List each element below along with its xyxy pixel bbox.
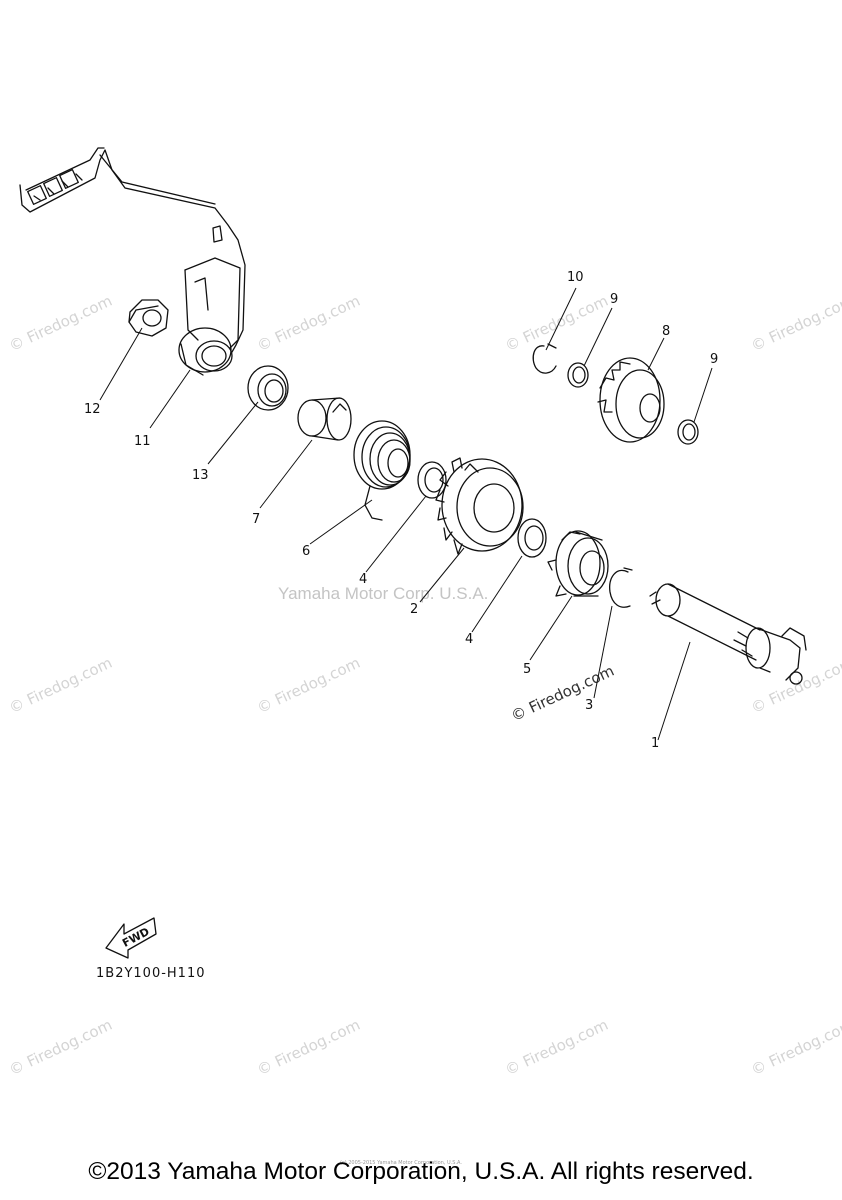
callout-10: 10 [567,270,584,285]
callout-12: 12 [84,402,101,417]
collar [297,397,352,441]
nut [128,299,169,337]
circlip [609,567,633,608]
kick-axle [649,583,807,685]
washer-nine-lower [677,419,699,445]
yamaha-watermark: Yamaha Motor Corp. U.S.A. [278,584,489,603]
kick-gear [435,457,524,555]
oil-seal [247,365,289,411]
callout-1: 1 [651,736,660,751]
circlip-small [532,343,557,374]
fwd-arrow [105,917,157,959]
washer-lower [517,518,547,558]
callout-4-upper: 4 [359,572,368,587]
washer-nine-upper [567,362,589,388]
catalog-code: 1B2Y100-H110 [96,966,206,981]
leader-lines [99,287,713,741]
callout-8: 8 [662,324,671,339]
callout-7: 7 [252,512,261,527]
callout-11: 11 [134,434,151,449]
torsion-spring [353,420,411,521]
callout-4-lower: 4 [465,632,474,647]
callout-6: 6 [302,544,311,559]
callout-3: 3 [585,698,594,713]
copyright-footer: ©2013 Yamaha Motor Corporation, U.S.A. A… [88,1158,754,1185]
ratchet-wheel [547,530,609,597]
callout-9-upper: 9 [610,292,619,307]
callout-13: 13 [192,468,209,483]
callout-9-lower: 9 [710,352,719,367]
callout-2: 2 [410,602,419,617]
callout-5: 5 [523,662,532,677]
kick-lever [19,147,246,376]
idle-gear [597,357,665,443]
tiny-note: (c) 2005-2015 Yamaha Motor Corporation, … [340,1160,462,1166]
washer-upper [417,461,447,499]
